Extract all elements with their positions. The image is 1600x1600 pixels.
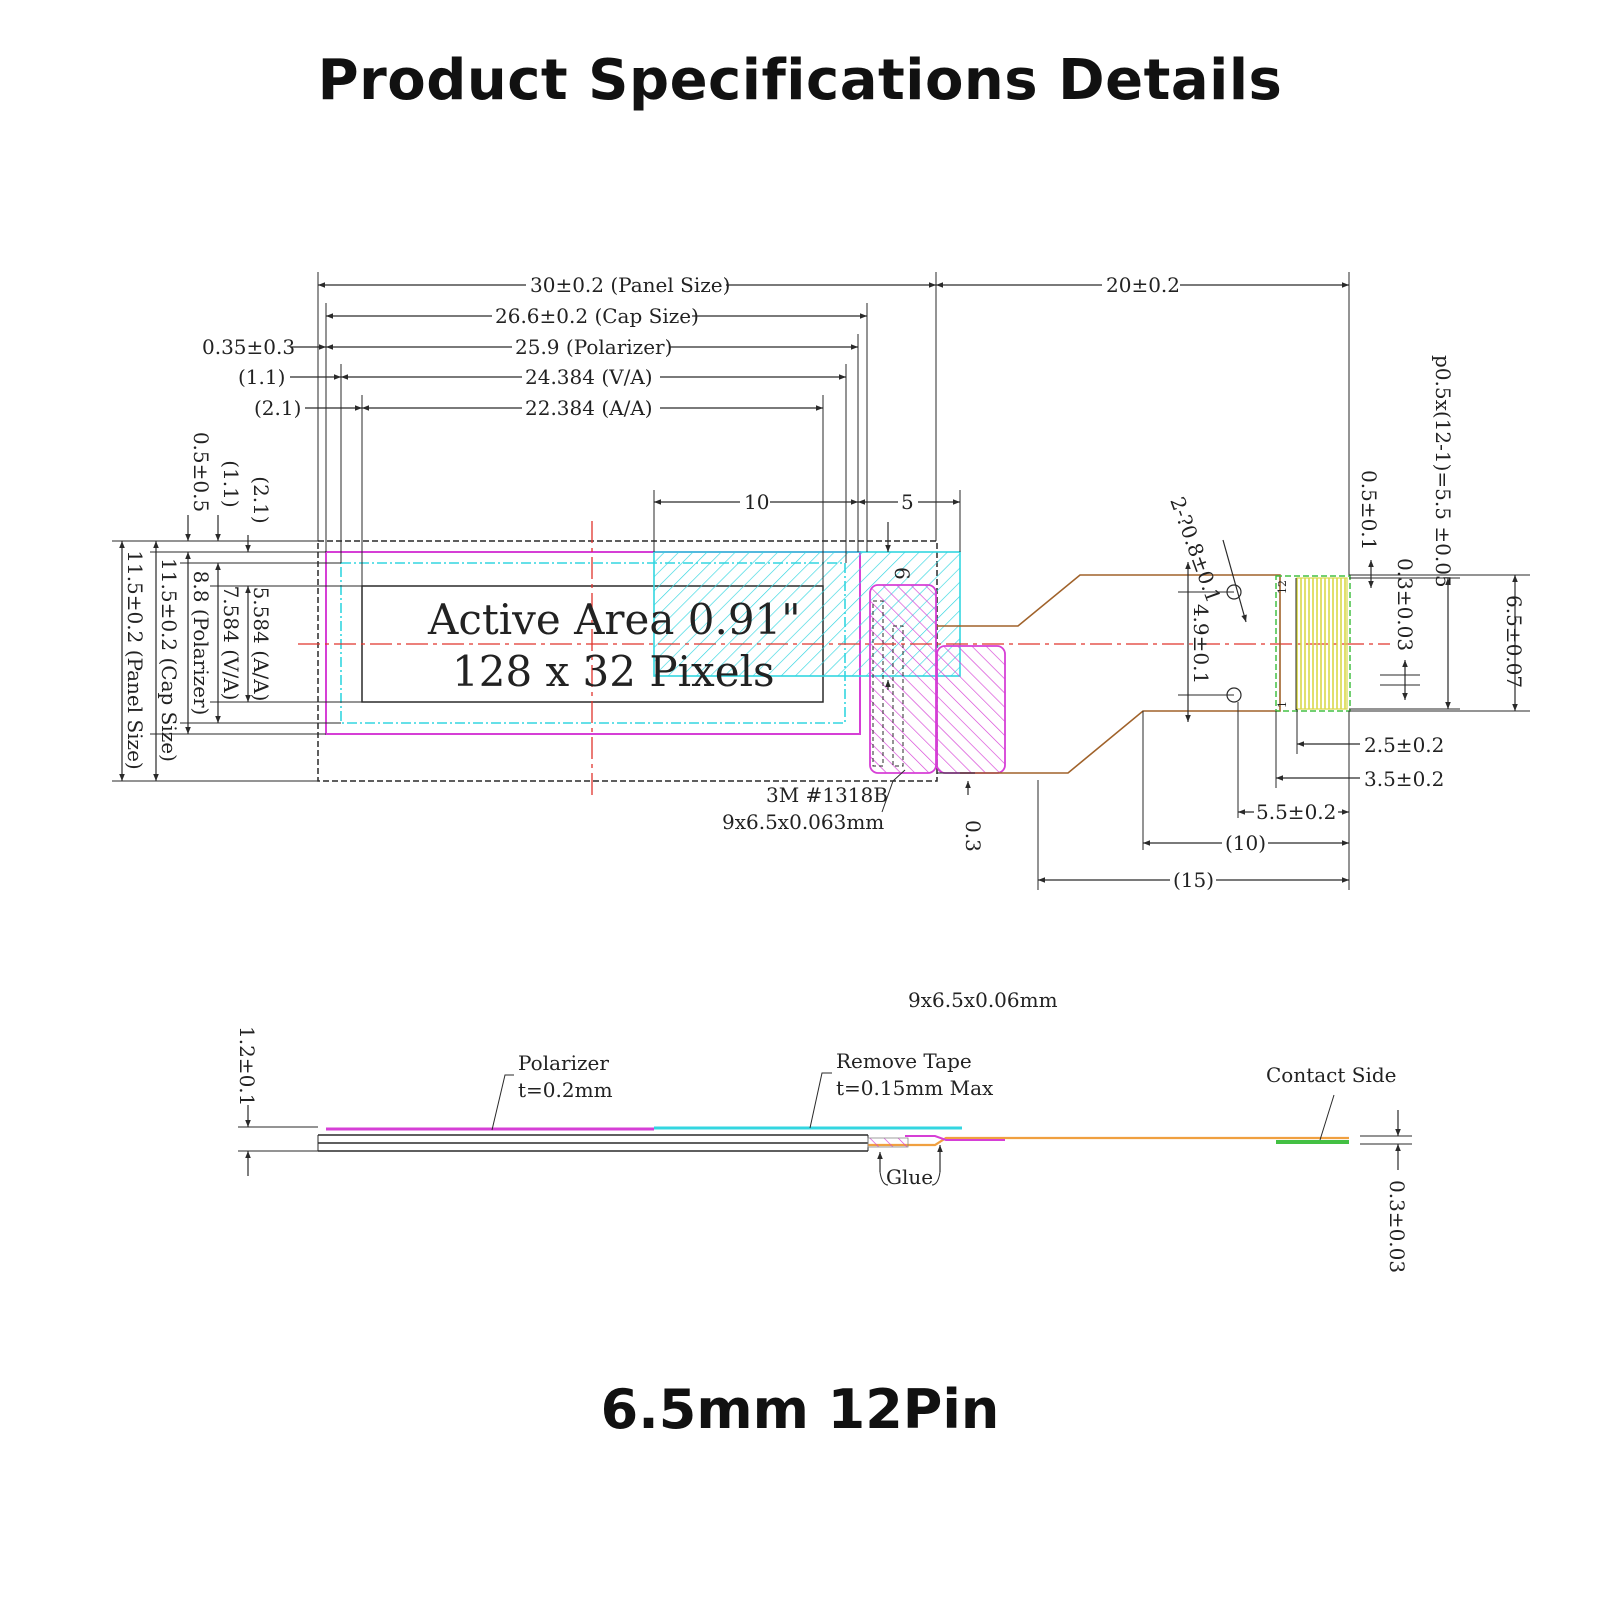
side-glue-label: Glue bbox=[886, 1165, 933, 1189]
label-offset-21: (2.1) bbox=[254, 396, 301, 420]
label-h-polarizer: 8.8 (Polarizer) bbox=[189, 571, 213, 716]
label-dim-6: 6 bbox=[890, 567, 914, 580]
label-dim-25: 2.5±0.2 bbox=[1364, 733, 1444, 757]
label-dim-10: 10 bbox=[744, 490, 769, 514]
label-h-panel: 11.5±0.2 (Panel Size) bbox=[123, 550, 147, 769]
label-v-21: (2.1) bbox=[249, 476, 273, 523]
label-fpc-length: 20±0.2 bbox=[1106, 273, 1180, 297]
label-dim-49: 4.9±0.1 bbox=[1189, 604, 1213, 684]
label-v-11: (1.1) bbox=[219, 460, 243, 507]
label-dim-03-small: 0.3 bbox=[961, 820, 985, 852]
pin-12-label: 12 bbox=[1276, 580, 1289, 594]
side-view: 9x6.5x0.06mm Polarizer t=0.2mm Remove Ta… bbox=[235, 988, 1412, 1273]
label-offset-035: 0.35±0.3 bbox=[202, 335, 295, 359]
label-dim-05-01: 0.5±0.1 bbox=[1357, 470, 1381, 550]
label-offset-11: (1.1) bbox=[238, 365, 285, 389]
label-dim-65: 6.5±0.07 bbox=[1502, 595, 1526, 688]
side-polarizer-line1: Polarizer bbox=[518, 1051, 609, 1075]
footer-caption: 6.5mm 12Pin bbox=[600, 1378, 1000, 1441]
side-ic bbox=[905, 1135, 1005, 1141]
label-dim-35: 3.5±0.2 bbox=[1364, 767, 1444, 791]
active-area-line1: Active Area 0.91" bbox=[427, 595, 801, 644]
label-va: 24.384 (V/A) bbox=[525, 365, 653, 389]
side-contact-label: Contact Side bbox=[1266, 1063, 1397, 1087]
label-dim-15p: (15) bbox=[1173, 868, 1214, 892]
label-dim-03-003: 0.3±0.03 bbox=[1393, 558, 1417, 651]
label-h-cap: 11.5±0.2 (Cap Size) bbox=[157, 558, 181, 762]
stiffener-hatch bbox=[936, 645, 1006, 774]
fpc-outline bbox=[937, 574, 1281, 774]
label-dim-5: 5 bbox=[901, 490, 914, 514]
side-polarizer-line2: t=0.2mm bbox=[518, 1078, 613, 1102]
ic-outline bbox=[872, 600, 884, 767]
side-glue bbox=[867, 1137, 909, 1148]
side-remove-line2: t=0.15mm Max bbox=[836, 1076, 994, 1100]
side-thickness-label: 1.2±0.1 bbox=[235, 1026, 259, 1106]
side-tape-note: 9x6.5x0.06mm bbox=[908, 988, 1058, 1012]
label-dim-10p: (10) bbox=[1225, 831, 1266, 855]
top-view: 12 1 30±0.2 (Panel Size) 20±0.2 bbox=[112, 270, 1530, 892]
label-dim-55: 5.5±0.2 bbox=[1256, 800, 1336, 824]
label-hole: 2-?0.8±0.1 bbox=[1165, 494, 1225, 606]
side-remove-line1: Remove Tape bbox=[836, 1049, 972, 1073]
label-h-va: 7.584 (V/A) bbox=[219, 586, 243, 701]
side-fpc-thickness-label: 0.3±0.03 bbox=[1385, 1180, 1409, 1273]
tape-label-line2: 9x6.5x0.063mm bbox=[722, 810, 884, 834]
label-aa: 22.384 (A/A) bbox=[525, 396, 653, 420]
label-v-05: 0.5±0.5 bbox=[189, 432, 213, 512]
fpc-pins bbox=[1296, 577, 1348, 710]
pin-1-label: 1 bbox=[1276, 701, 1289, 708]
label-polarizer: 25.9 (Polarizer) bbox=[515, 335, 672, 359]
label-cap-size: 26.6±0.2 (Cap Size) bbox=[495, 304, 699, 328]
label-pitch: p0.5x(12-1)=5.5 ±0.05 bbox=[1431, 355, 1455, 588]
fpc-contact-zone bbox=[1275, 575, 1351, 712]
label-h-aa: 5.584 (A/A) bbox=[249, 587, 273, 702]
tape-label-line1: 3M #1318B bbox=[766, 783, 888, 807]
ic-outline-inner bbox=[892, 625, 904, 767]
active-area-line2: 128 x 32 Pixels bbox=[452, 647, 775, 696]
page-title: Product Specifications Details bbox=[317, 48, 1283, 113]
label-panel-size: 30±0.2 (Panel Size) bbox=[530, 273, 730, 297]
